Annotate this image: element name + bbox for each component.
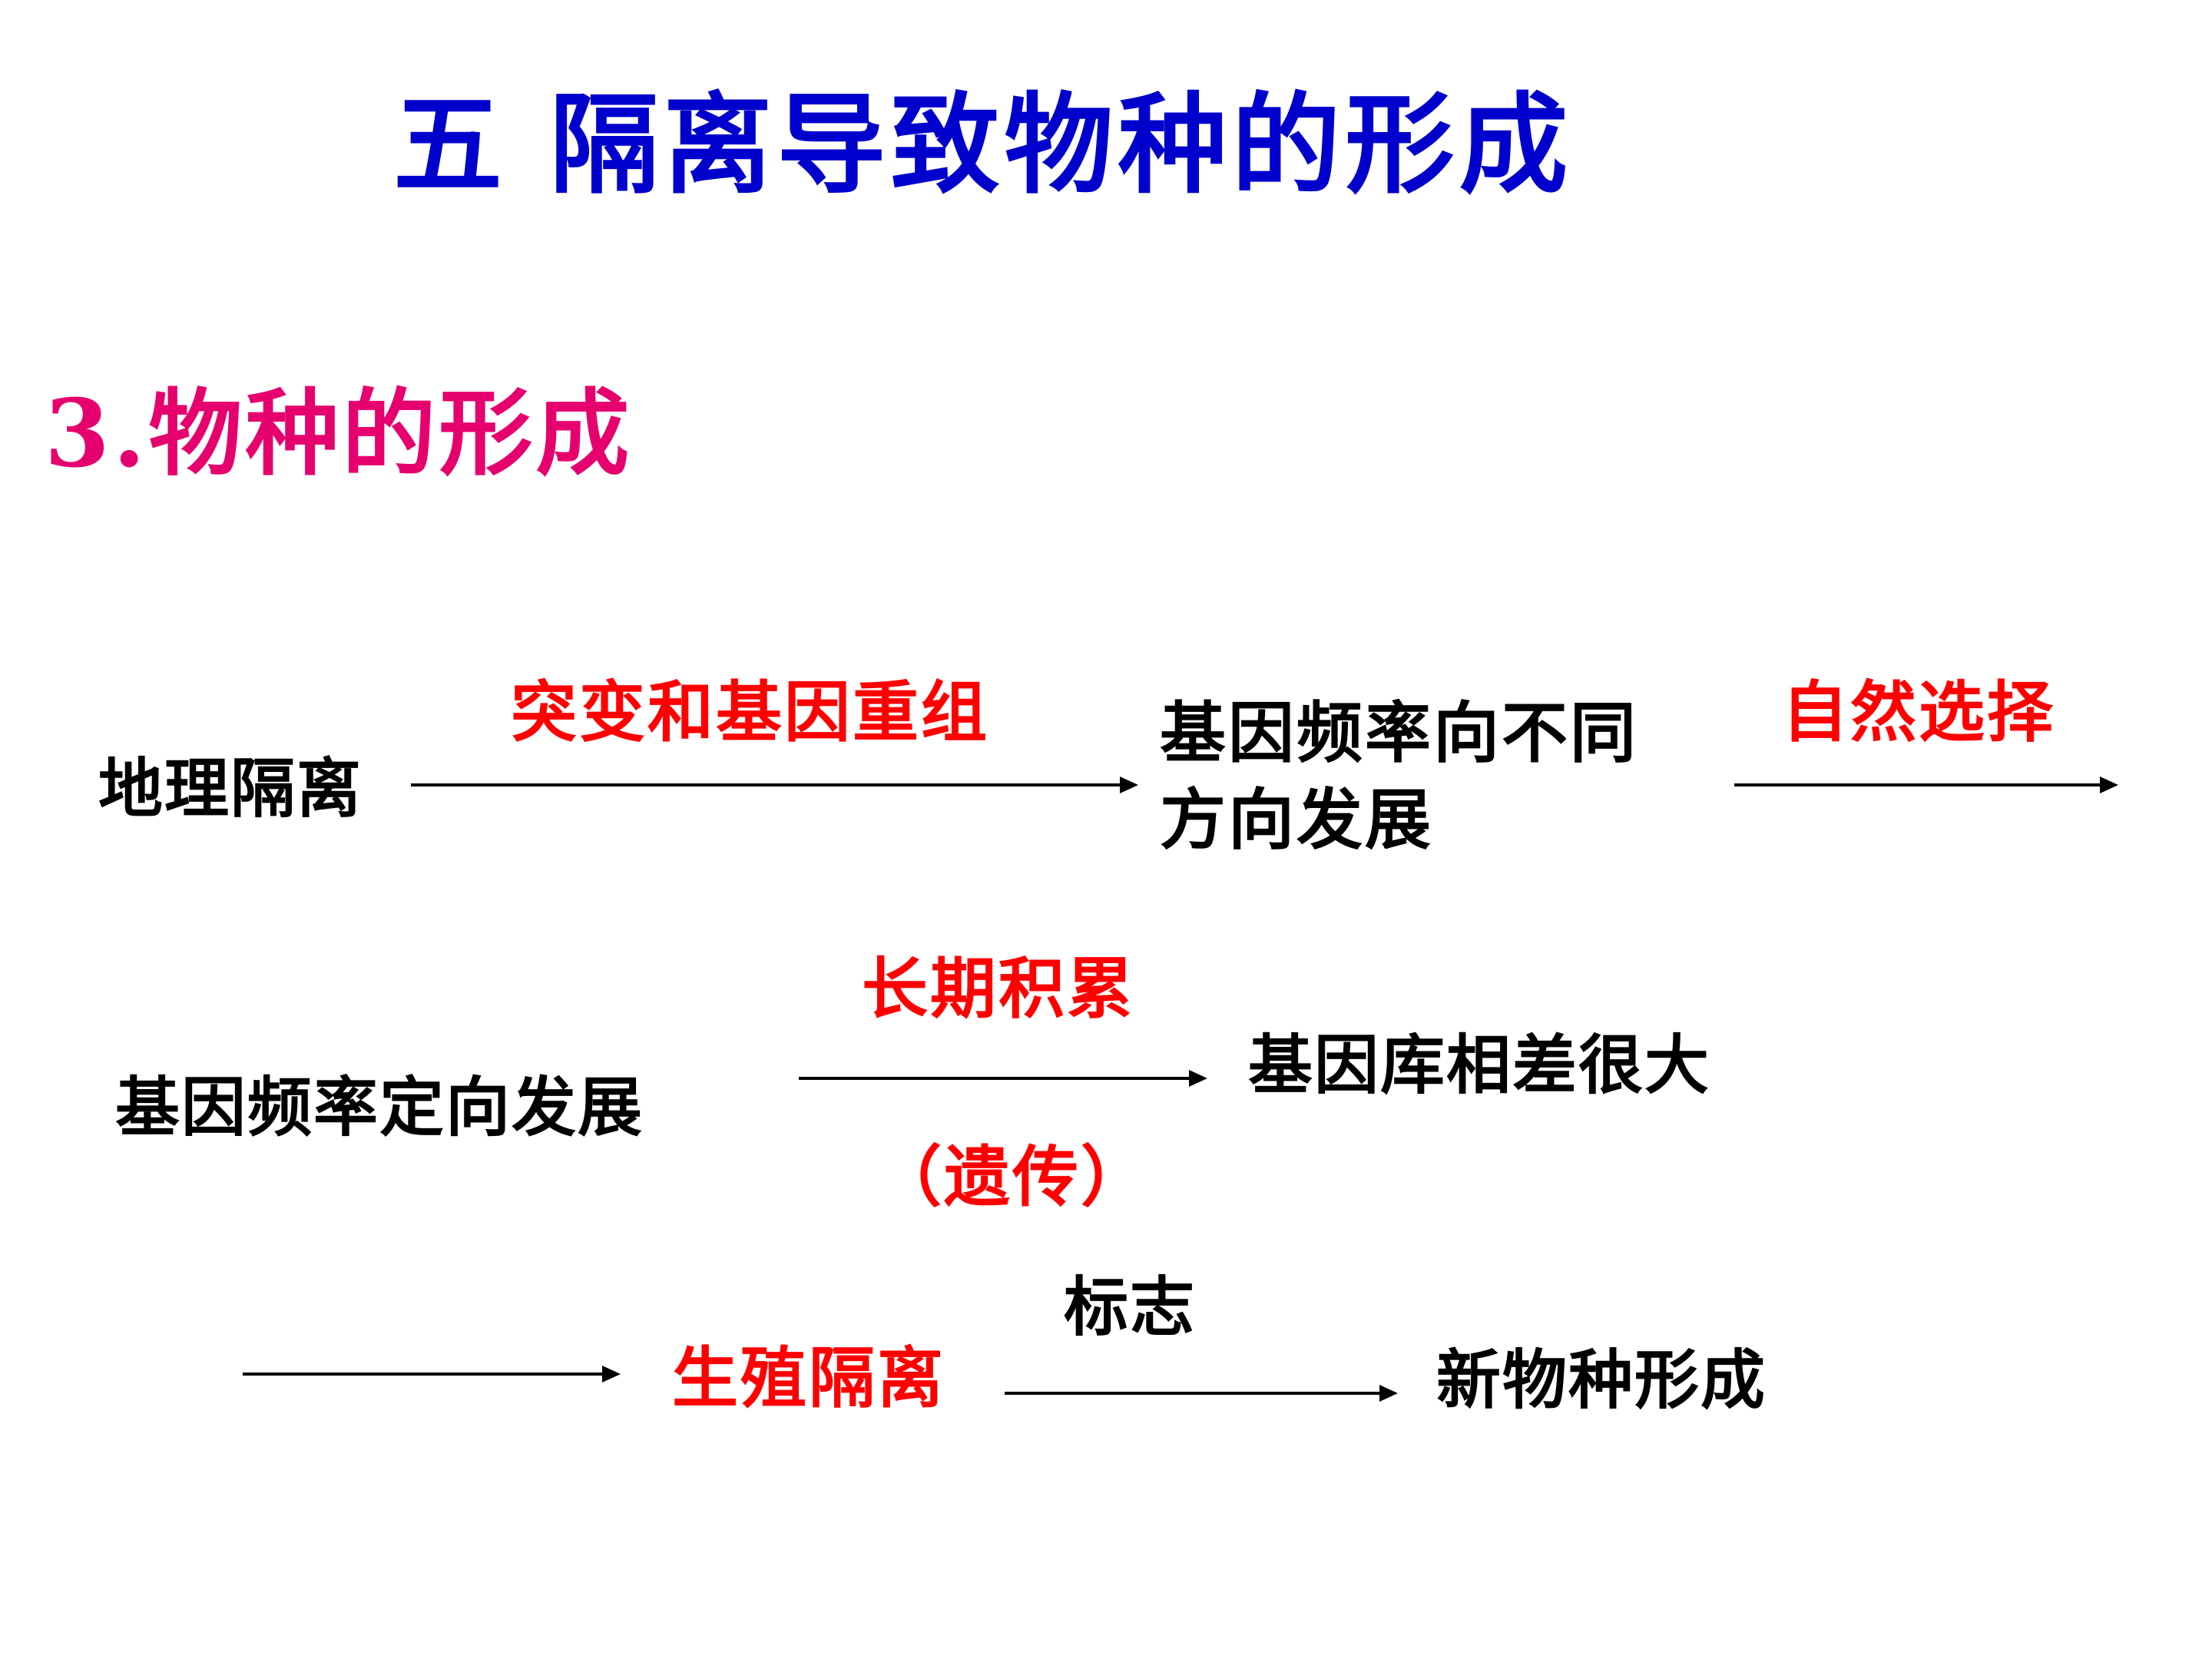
arrow-label-heredity: （遗传） <box>876 1138 1149 1216</box>
node-geographic-isolation: 地理隔离 <box>98 750 363 826</box>
arrow-label-mutation-recombination: 突变和基因重组 <box>511 674 989 751</box>
node-reproductive-isolation: 生殖隔离 <box>672 1339 945 1417</box>
node-directional-change: 基因频率定向发展 <box>115 1069 644 1145</box>
arrow-5 <box>1005 1385 1398 1402</box>
arrow-4 <box>243 1366 621 1382</box>
arrow-label-long-accumulation: 长期积累 <box>862 950 1135 1028</box>
node-gene-freq-line2: 方向发展 <box>1160 781 1433 859</box>
arrow-label-natural-selection: 自然选择 <box>1782 674 2055 751</box>
arrow-3 <box>799 1070 1207 1087</box>
arrow-label-marker: 标志 <box>1064 1269 1197 1345</box>
node-new-species: 新物种形成 <box>1436 1342 1767 1418</box>
node-gene-freq-line1: 基因频率向不同 <box>1160 694 1638 772</box>
node-gene-pool-difference: 基因库相差很大 <box>1248 1027 1711 1103</box>
arrow-1 <box>411 777 1138 793</box>
slide-title: 五 隔离导致物种的形成 <box>393 81 1573 209</box>
section-subtitle: 3.物种的形成 <box>45 378 633 488</box>
arrow-2 <box>1734 777 2118 793</box>
